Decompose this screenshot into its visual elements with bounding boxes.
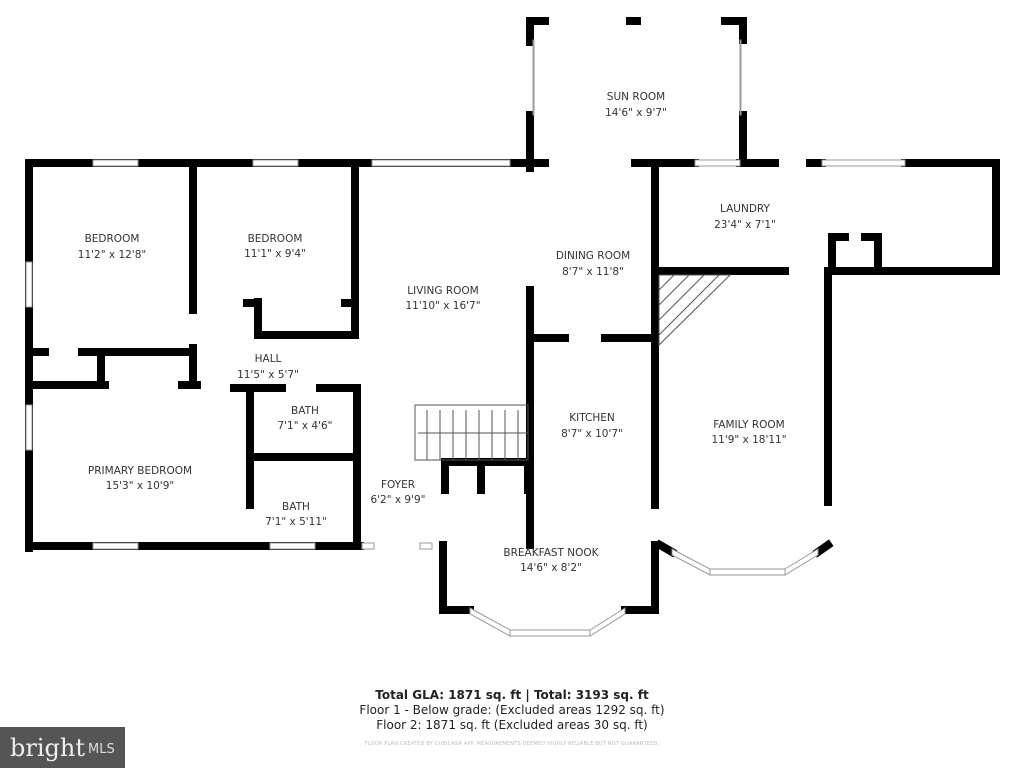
room-name: HALL	[255, 353, 282, 365]
room-name: SUN ROOM	[607, 91, 665, 103]
room-dims: 7'1" x 5'11"	[265, 516, 327, 528]
room-name: BREAKFAST NOOK	[503, 547, 599, 559]
room-name: LAUNDRY	[720, 203, 771, 215]
room-dims: 6'2" x 9'9"	[370, 494, 425, 506]
fireplace	[658, 274, 732, 347]
room-dims: 15'3" x 10'9"	[106, 480, 174, 492]
room-name: BATH	[291, 405, 319, 417]
room-dims: 8'7" x 11'8"	[562, 266, 624, 278]
room-dims: 11'9" x 18'11"	[711, 434, 786, 446]
room-name: FAMILY ROOM	[713, 419, 785, 431]
room-dims: 11'1" x 9'4"	[244, 248, 306, 260]
room-name: BEDROOM	[248, 233, 303, 245]
room-dims: 11'10" x 16'7"	[405, 300, 480, 312]
room-name: BEDROOM	[85, 233, 140, 245]
stairs	[414, 404, 529, 461]
floor1-area: Floor 1 - Below grade: (Excluded areas 1…	[359, 703, 665, 717]
room-dims: 11'2" x 12'8"	[78, 249, 146, 261]
room-dims: 7'1" x 4'6"	[277, 420, 332, 432]
room-name: FOYER	[381, 479, 415, 491]
room-name: BATH	[282, 501, 310, 513]
logo-suffix: MLS	[87, 742, 115, 757]
floor2-area: Floor 2: 1871 sq. ft (Excluded areas 30 …	[376, 718, 648, 732]
windows	[25, 39, 906, 637]
room-dims: 14'6" x 9'7"	[605, 107, 667, 119]
room-name: LIVING ROOM	[407, 285, 478, 297]
room-name: PRIMARY BEDROOM	[88, 465, 192, 477]
room-dims: 14'6" x 8'2"	[520, 562, 582, 574]
room-labels: SUN ROOM 14'6" x 9'7" BEDROOM 11'2" x 12…	[78, 91, 787, 574]
room-dims: 23'4" x 7'1"	[714, 219, 776, 231]
bright-mls-logo: bright MLS	[0, 727, 125, 768]
room-dims: 8'7" x 10'7"	[561, 428, 623, 440]
room-name: DINING ROOM	[556, 250, 630, 262]
room-name: KITCHEN	[569, 412, 615, 424]
walls	[25, 17, 1000, 614]
disclaimer: FLOOR PLAN CREATED BY CUBICASA APP. MEAS…	[364, 741, 660, 747]
total-area: Total GLA: 1871 sq. ft | Total: 3193 sq.…	[375, 688, 649, 702]
room-dims: 11'5" x 5'7"	[237, 369, 299, 381]
logo-brand: bright	[10, 733, 85, 762]
area-summary: Total GLA: 1871 sq. ft | Total: 3193 sq.…	[0, 688, 1024, 747]
